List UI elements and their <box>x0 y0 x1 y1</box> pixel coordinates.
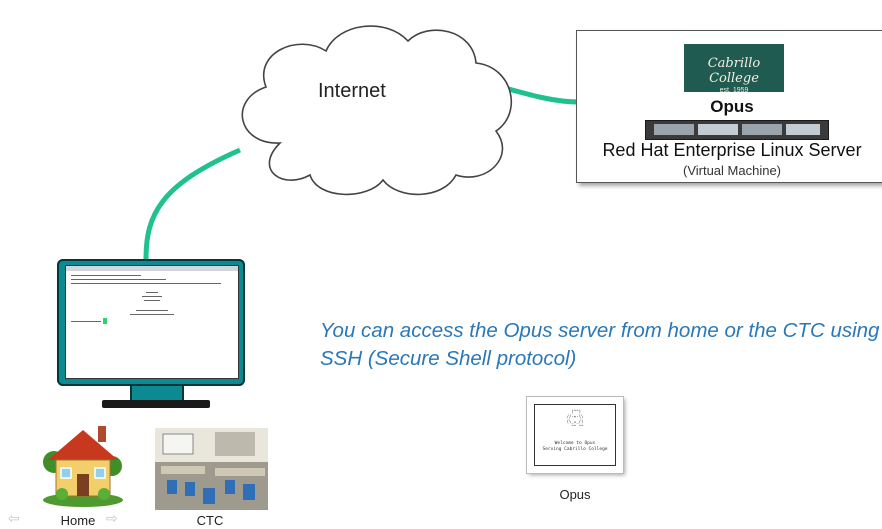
home-label: Home <box>60 513 96 528</box>
opus-thumbnail[interactable]: (^^) //-+-\\ (\_=_/) ^^ ^^ Welcome to Op… <box>527 397 623 473</box>
ctc-label: CTC <box>196 513 224 528</box>
computer-monitor-icon <box>57 259 245 386</box>
opus-thumbnail-label: Opus <box>559 487 591 502</box>
next-arrow-icon[interactable]: ⇨ <box>106 510 118 526</box>
opus-server-box: Cabrillo College est. 1959 Opus Red Hat … <box>576 30 882 183</box>
server-os-label: Red Hat Enterprise Linux Server <box>602 140 862 160</box>
previous-arrow-icon[interactable]: ⇦ <box>8 510 20 526</box>
connector-internet-server <box>504 85 579 105</box>
thumbnail-welcome-line: Welcome to Opus <box>554 441 596 446</box>
house-icon <box>43 426 123 507</box>
internet-cloud-icon <box>241 25 513 196</box>
connector-home-internet <box>143 147 242 260</box>
server-name: Opus <box>710 97 754 116</box>
internet-label: Internet <box>318 80 386 102</box>
ctc-classroom-photo <box>155 428 268 510</box>
monitor-base <box>102 400 210 408</box>
logo-text: Cabrillo College <box>707 56 761 86</box>
server-vm-note: (Virtual Machine) <box>682 163 782 178</box>
monitor-stand <box>130 386 184 400</box>
server-rack-icon <box>645 120 829 140</box>
logo-subtext: est. 1959 <box>719 87 749 94</box>
cabrillo-college-logo: Cabrillo College est. 1959 <box>684 44 784 94</box>
ssh-caption: You can access the Opus server from home… <box>320 319 880 370</box>
owl-ascii-art: (^^) //-+-\\ (\_=_/) ^^ ^^ <box>566 409 584 429</box>
ssh-terminal-screen <box>65 265 239 379</box>
thumbnail-serving-line: Serving Cabrillo College <box>542 447 608 452</box>
